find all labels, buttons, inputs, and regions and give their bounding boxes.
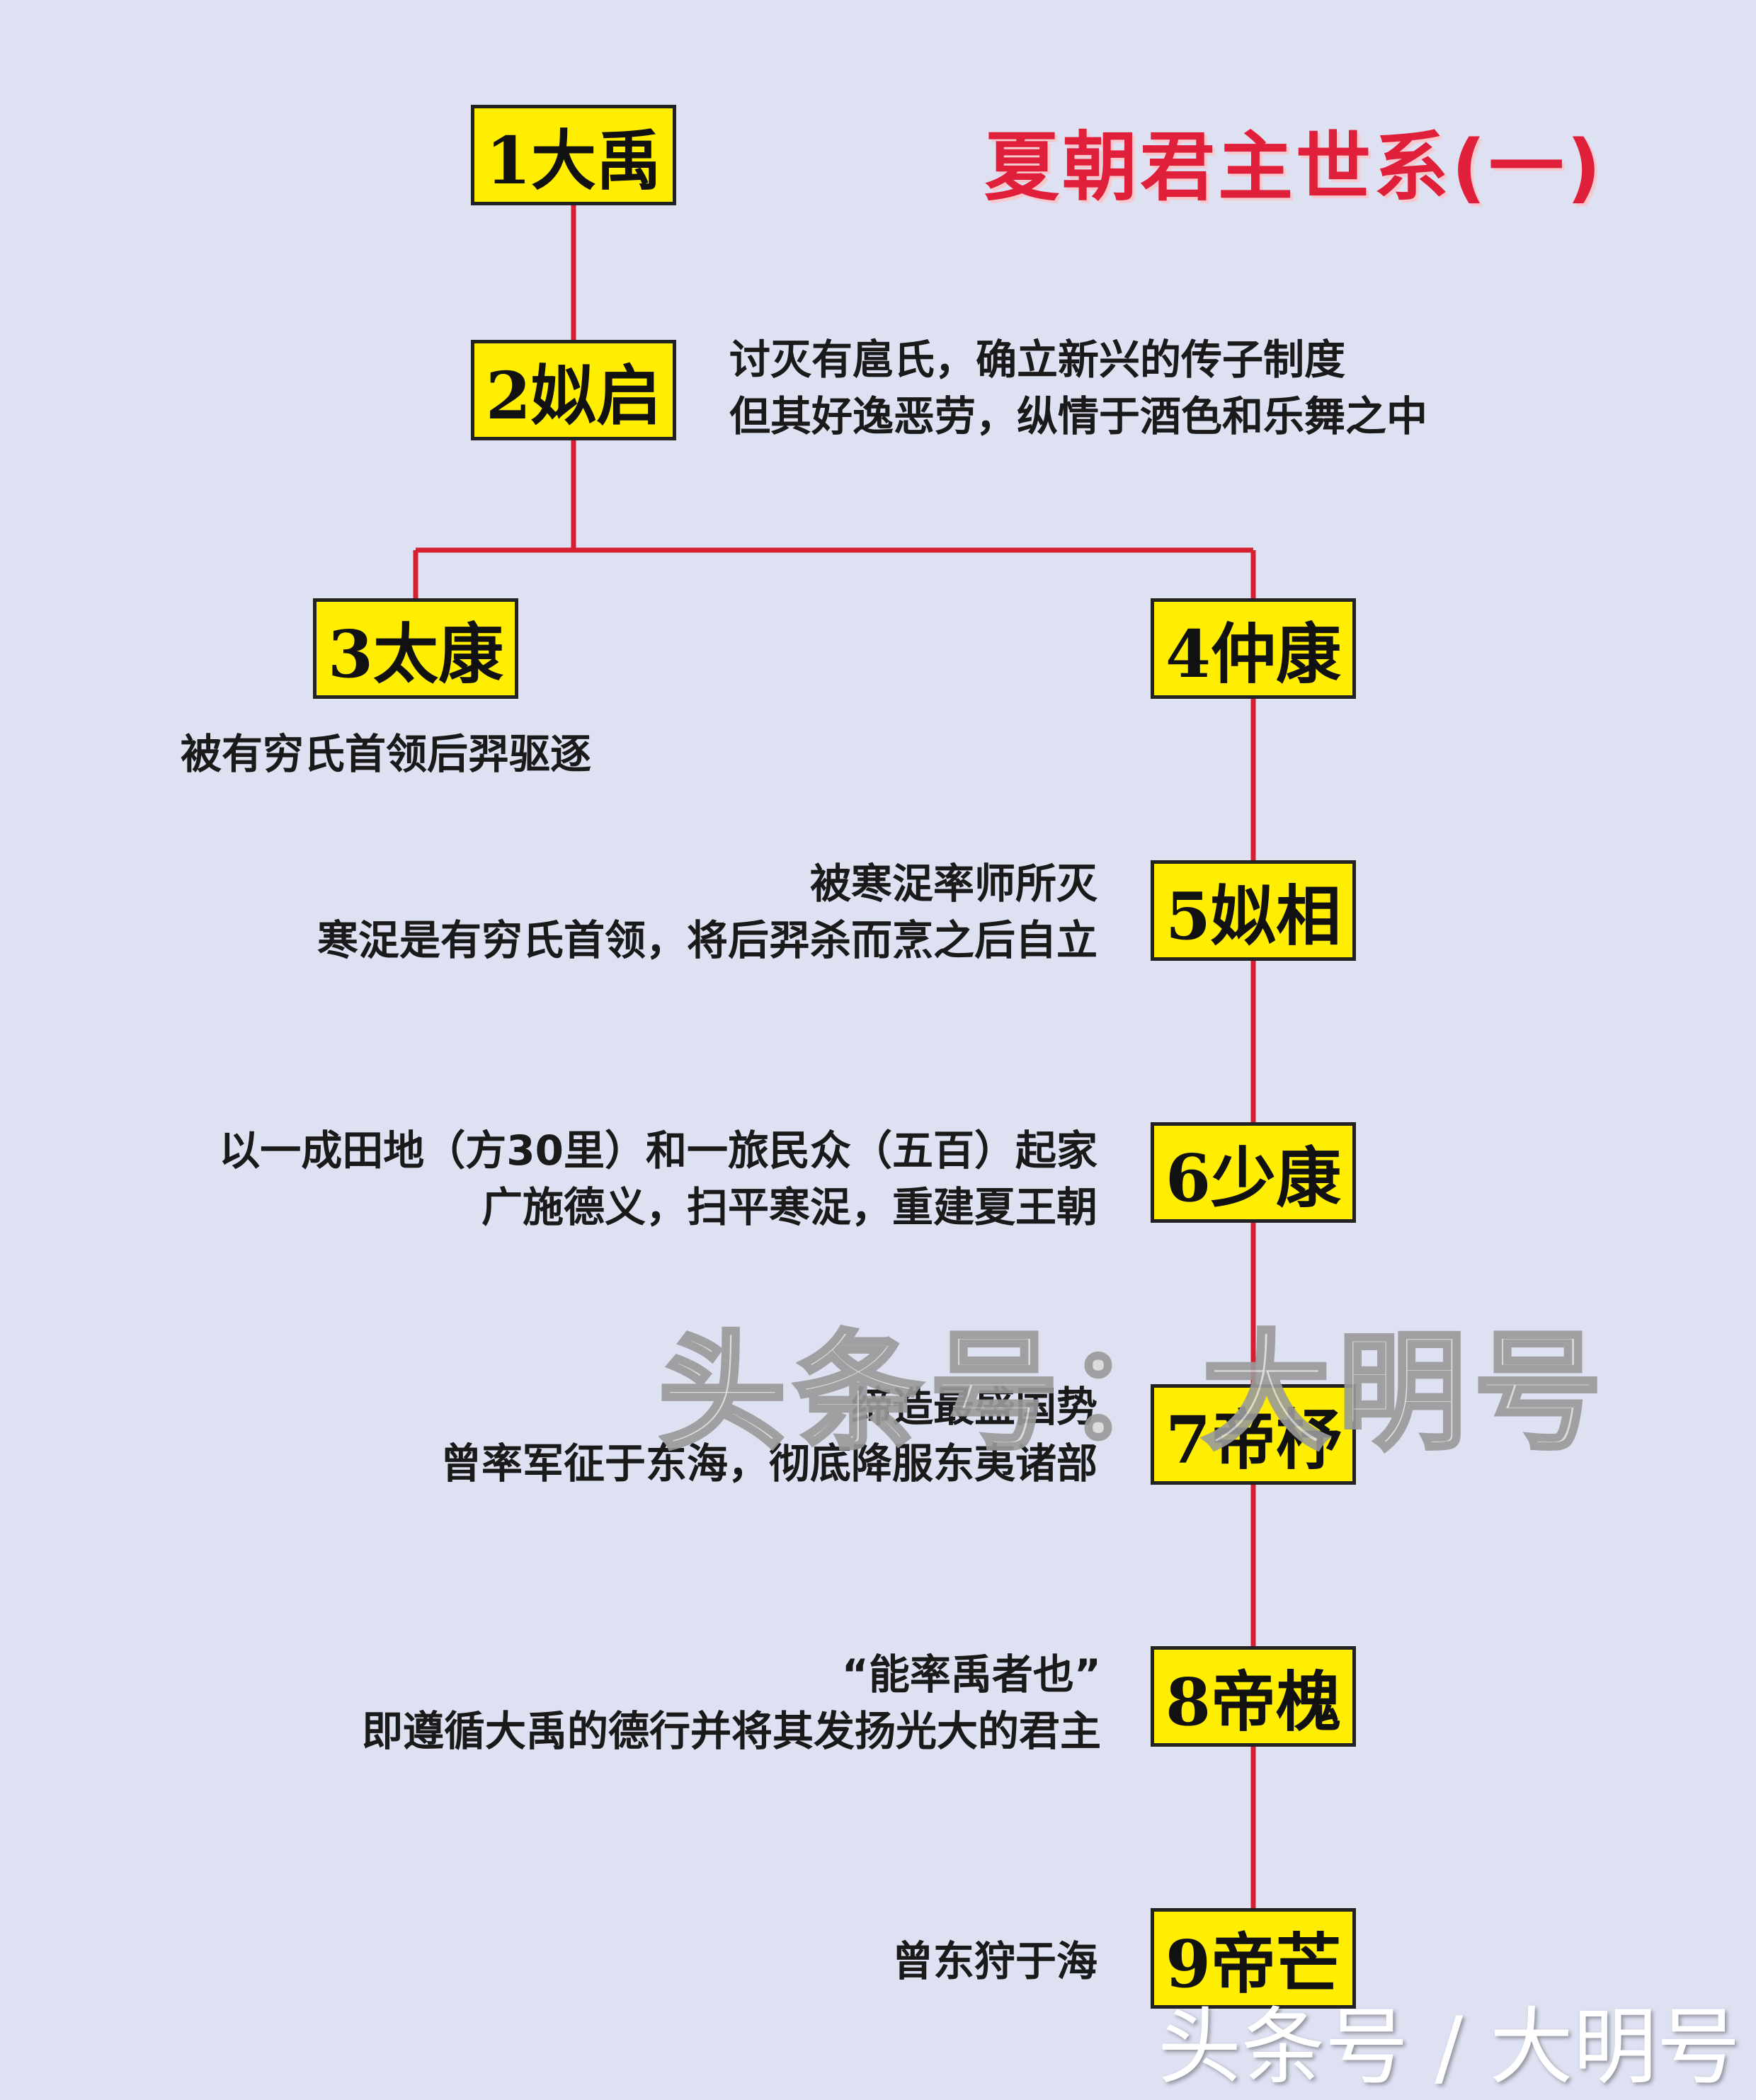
desc-line: 曾率军征于东海，彻底降服东夷诸部: [440, 1439, 1098, 1488]
desc-dizhu: 缔造最盛国势 曾率军征于东海，彻底降服东夷诸部: [440, 1379, 1098, 1492]
desc-line: 缔造最盛国势: [850, 1383, 1098, 1431]
node-sixiang: 5姒相: [1151, 860, 1356, 961]
node-shaokang: 6少康: [1151, 1122, 1356, 1223]
desc-taikang: 被有穷氏首领后羿驱逐: [181, 726, 591, 782]
watermark: 头条号：大明号: [656, 1317, 1611, 1469]
desc-siqi: 讨灭有扈氏，确立新兴的传子制度 但其好逸恶劳，纵情于酒色和乐舞之中: [729, 331, 1427, 445]
desc-sixiang: 被寒浞率师所灭 寒浞是有穷氏首领，将后羿杀而烹之后自立: [317, 855, 1098, 969]
credit-watermark: 头条号 / 大明号: [1158, 1998, 1740, 2096]
desc-line: 以一成田地（方30里）和一旅民众（五百）起家: [219, 1126, 1098, 1175]
desc-line: 被有穷氏首领后羿驱逐: [181, 730, 592, 778]
desc-line: 曾东狩于海: [891, 1937, 1098, 1985]
node-siqi: 2姒启: [471, 340, 676, 440]
desc-line: 讨灭有扈氏，确立新兴的传子制度: [729, 336, 1346, 384]
desc-line: 即遵循大禹的德行并将其发扬光大的君主: [361, 1707, 1101, 1755]
desc-dihuai: “能率禹者也” 即遵循大禹的德行并将其发扬光大的君主: [362, 1646, 1101, 1759]
desc-line: 广施德义，扫平寒浞，重建夏王朝: [481, 1183, 1098, 1231]
desc-line: 被寒浞率师所灭: [809, 860, 1098, 908]
node-taikang: 3太康: [313, 598, 518, 699]
node-dimang: 9帝芒: [1151, 1908, 1356, 2009]
diagram-title: 夏朝君主世系(一): [984, 124, 1604, 211]
desc-dimang: 曾东狩于海: [892, 1933, 1098, 1990]
desc-line: 但其好逸恶劳，纵情于酒色和乐舞之中: [729, 392, 1428, 440]
desc-shaokang: 以一成田地（方30里）和一旅民众（五百）起家 广施德义，扫平寒浞，重建夏王朝: [219, 1122, 1098, 1236]
node-dayu: 1大禹: [471, 105, 676, 205]
desc-line: “能率禹者也”: [841, 1650, 1101, 1699]
node-dihuai: 8帝槐: [1151, 1646, 1356, 1747]
node-zhongkang: 4仲康: [1151, 598, 1356, 699]
desc-line: 寒浞是有穷氏首领，将后羿杀而烹之后自立: [317, 916, 1098, 964]
node-dizhu: 7帝杼: [1151, 1384, 1356, 1485]
